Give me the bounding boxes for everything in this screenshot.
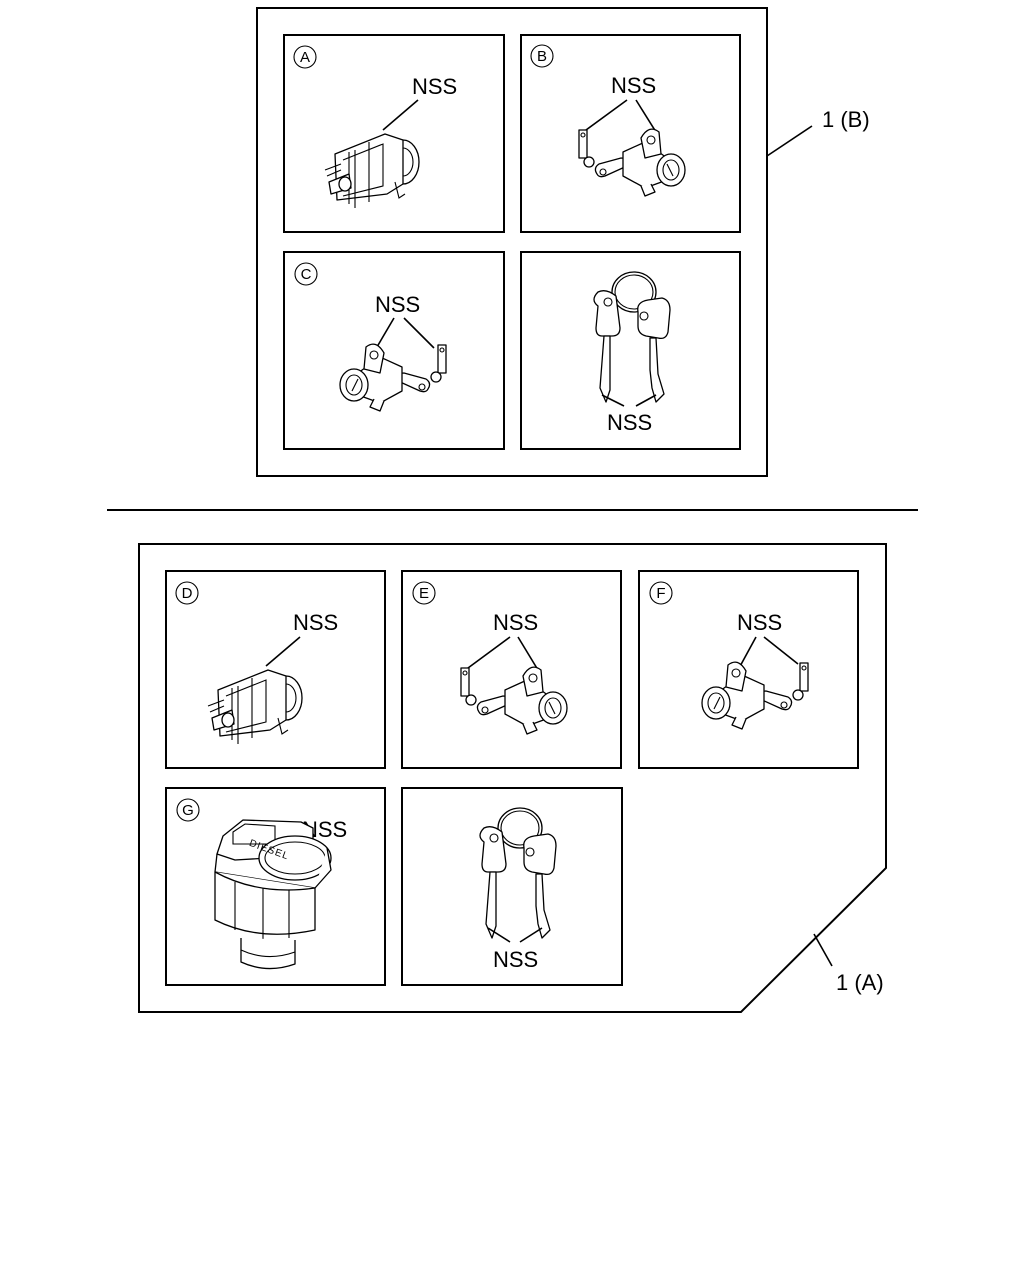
panel-e: E NSS xyxy=(401,570,622,769)
panel-c-nss-label: NSS xyxy=(375,292,420,317)
panel-a-badge xyxy=(293,45,317,69)
panel-d-letter: D xyxy=(182,585,193,602)
group-1b-leader xyxy=(766,125,813,157)
panel-a: A NSS xyxy=(283,34,505,233)
panel-keys-a: NSS xyxy=(401,787,623,986)
panel-a-nss-label: NSS xyxy=(412,74,457,99)
panel-e-letter: E xyxy=(419,585,429,602)
panel-f: F NSS xyxy=(638,570,859,769)
panel-f-letter: F xyxy=(656,585,665,602)
panel-keys-b-nss-label: NSS xyxy=(607,410,652,435)
panel-a-letter: A xyxy=(300,49,310,66)
panel-d-nss-label: NSS xyxy=(293,610,338,635)
group-1a-leader xyxy=(813,933,833,967)
panel-keys-b: NSS xyxy=(520,251,741,450)
panel-d-badge xyxy=(175,581,199,605)
panel-b: B NSS xyxy=(520,34,741,233)
panel-c: C NSS xyxy=(283,251,505,450)
panel-d: D NSS xyxy=(165,570,386,769)
panel-b-badge xyxy=(530,44,554,68)
panel-f-badge xyxy=(649,581,673,605)
panel-g-letter: G xyxy=(182,802,194,819)
group-1a-callout: 1 (A) xyxy=(836,970,884,995)
panel-g: G NSS DIESEL xyxy=(165,787,386,986)
panel-c-letter: C xyxy=(301,266,312,283)
panel-f-nss-label: NSS xyxy=(737,610,782,635)
panel-e-nss-label: NSS xyxy=(493,610,538,635)
panel-b-nss-label: NSS xyxy=(611,73,656,98)
panel-e-badge xyxy=(412,581,436,605)
group-1b-callout: 1 (B) xyxy=(822,107,870,132)
panel-b-letter: B xyxy=(537,48,547,65)
panel-keys-a-nss-label: NSS xyxy=(493,947,538,972)
panel-c-badge xyxy=(294,262,318,286)
panel-g-badge xyxy=(176,798,200,822)
